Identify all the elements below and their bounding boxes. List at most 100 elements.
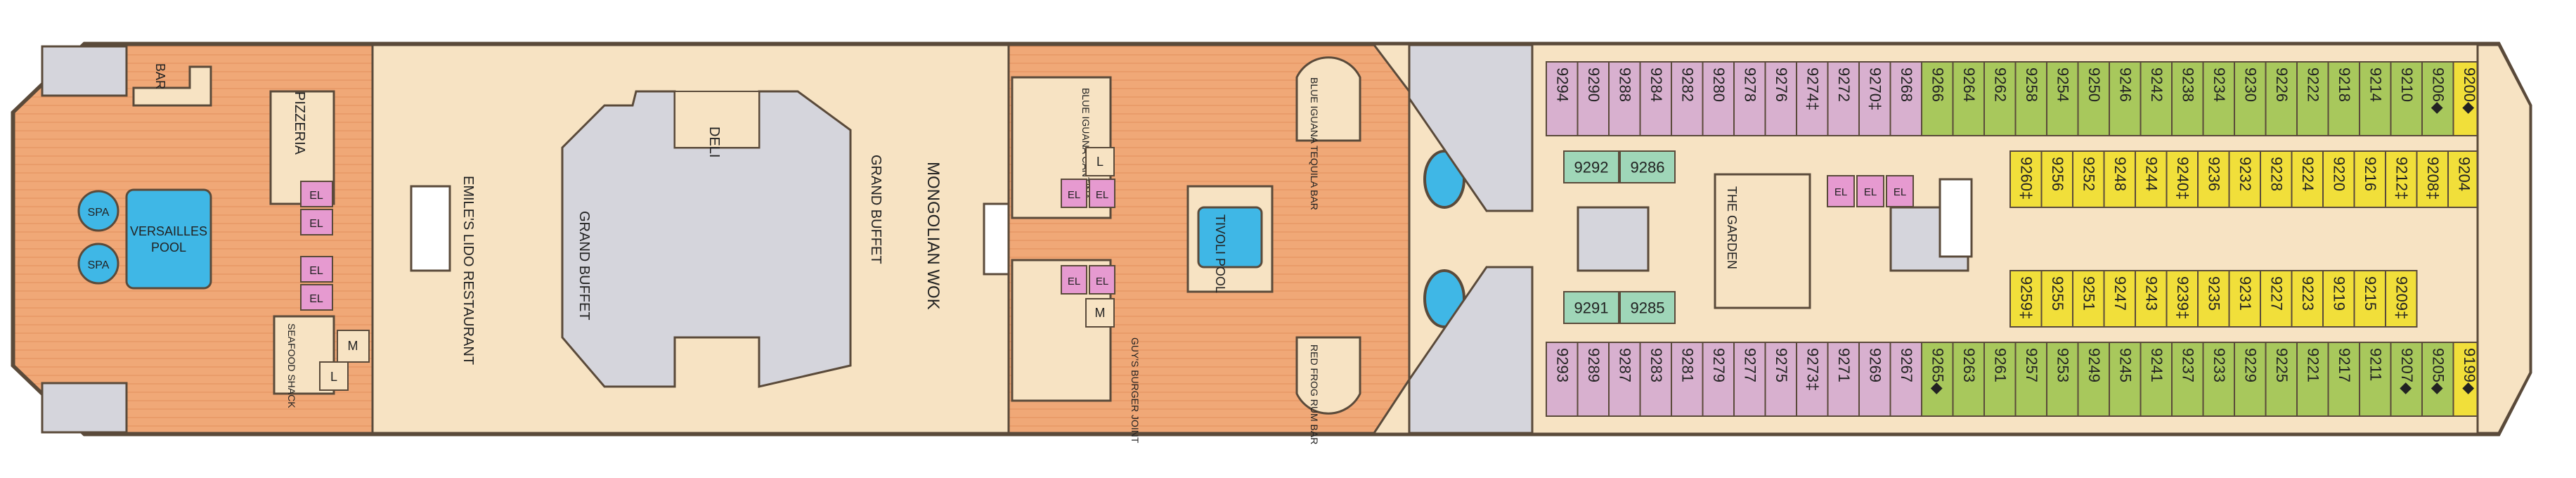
cabin-top-inner (2260, 150, 2293, 208)
cabin-bottom-outer (2202, 342, 2235, 417)
cabin-bottom-outer (2390, 342, 2423, 417)
cabin-bottom-inner (2009, 270, 2043, 328)
cabin-top-inner (2072, 150, 2105, 208)
cabin-top-outer-label: 9238 (2179, 67, 2196, 102)
cabin-bottom-inner-label: 9247 (2111, 276, 2129, 311)
cabin-top-inner-label: 9220 (2330, 157, 2348, 191)
cabin-bottom-outer (1546, 342, 1579, 417)
cabin-top-outer-label: 9282 (1678, 67, 1696, 102)
blue-iguana-tequila-bar-label: BLUE IGUANA TEQUILA BAR (1309, 77, 1320, 210)
cabin-top-outer-label: 9210 (2398, 67, 2416, 102)
cabin-bottom-outer-label: 9245 (2116, 348, 2134, 382)
cabin-top-outer-label: 9278 (1741, 67, 1759, 102)
forward-stair (1939, 178, 1973, 258)
bow (2476, 44, 2532, 434)
cabin-bottom-outer (2109, 342, 2142, 417)
cabin-top-outer (1702, 61, 1735, 136)
blue-iguana-tequila-bar (1295, 56, 1361, 142)
cabin-top-inner (2353, 150, 2386, 208)
cabin-top-outer-label: 9242 (2148, 67, 2166, 102)
cabin-bottom-outer (1858, 342, 1891, 417)
mid-elevator-3 (1061, 265, 1087, 295)
mid-el-3: EL (1068, 276, 1080, 288)
cabin-bottom-outer-label: 9287 (1616, 348, 1633, 382)
cabin-top-outer (1921, 61, 1954, 136)
cabin-bottom-outer (1733, 342, 1766, 417)
spa-bottom (77, 243, 119, 285)
cabin-bottom-outer (1702, 342, 1735, 417)
cabin-top-outer (1577, 61, 1610, 136)
cabin-teal-top (1619, 150, 1676, 183)
cabin-top-inner-label: 9248 (2111, 157, 2129, 191)
cabin-bottom-outer-label: 9221 (2304, 348, 2322, 382)
cabin-bottom-outer-label: 9241 (2148, 348, 2166, 382)
cabin-top-outer (1639, 61, 1672, 136)
cabin-bottom-outer-label: 9249 (2085, 348, 2103, 382)
cabin-top-outer (1546, 61, 1579, 136)
cabin-top-outer-label: 9266 (1929, 67, 1946, 102)
cabin-top-outer (2171, 61, 2204, 136)
fwd-elevator-1 (1827, 175, 1855, 207)
fwd-el-2: EL (1864, 186, 1877, 198)
cabin-top-outer (2109, 61, 2142, 136)
cabin-top-outer (1858, 61, 1891, 136)
cabin-top-outer (2359, 61, 2392, 136)
cabin-bottom-outer (1671, 342, 1704, 417)
cabin-top-inner-label: 9232 (2237, 157, 2254, 191)
cabin-top-outer-label: 9246 (2116, 67, 2134, 102)
cabin-top-outer (2046, 61, 2079, 136)
cabin-bottom-inner-label: 9255 (2049, 276, 2066, 311)
emiles-label: EMILE'S LIDO RESTAURANT (460, 176, 476, 365)
mid-m-label: M (1095, 306, 1106, 320)
cabin-bottom-inner-label: 9227 (2267, 276, 2285, 311)
cabin-top-outer-label: 9280 (1710, 67, 1728, 102)
the-garden-label: THE GARDEN (1725, 186, 1739, 269)
cabin-bottom-outer (1639, 342, 1672, 417)
aft-m-room (337, 330, 370, 363)
red-frog-rum-bar (1295, 336, 1361, 415)
deli (674, 91, 760, 148)
mid-elevator-2 (1089, 179, 1115, 208)
tivoli-pool-label: TIVOLI POOL (1213, 214, 1227, 293)
cabin-top-outer-label: 9288 (1616, 67, 1633, 102)
cabin-top-inner-label: 9224 (2299, 157, 2317, 191)
cabin-top-outer-label: 9206◆ (2429, 67, 2447, 114)
mid-l-room (1085, 147, 1115, 176)
cabin-top-outer (1952, 61, 1985, 136)
cabin-top-outer-label: 9294 (1553, 67, 1571, 102)
mid-el-2: EL (1096, 189, 1108, 201)
garden-gray-block (1577, 206, 1650, 272)
seafood-shack-label: SEAFOOD SHACK (286, 323, 297, 408)
aft-m-label: M (348, 339, 358, 353)
aft-el-4: EL (309, 293, 323, 305)
cabin-bottom-outer-label: 9199◆ (2461, 348, 2478, 394)
cabin-bottom-outer-label: 9267 (1898, 348, 1915, 382)
cabin-top-outer-label: 9222 (2304, 67, 2322, 102)
cabin-teal-bottom (1619, 291, 1676, 324)
cabin-top-outer (1764, 61, 1797, 136)
cabin-bottom-outer-label: 9225 (2273, 348, 2291, 382)
cabin-top-outer-label: 9290 (1585, 67, 1603, 102)
cabin-top-inner (2447, 150, 2480, 208)
cabin-top-outer-label: 9214 (2367, 67, 2384, 102)
cabin-bottom-inner-label: 9243 (2142, 276, 2160, 311)
cabin-bottom-outer-label: 9279 (1710, 348, 1728, 382)
cabin-bottom-inner (2166, 270, 2199, 328)
cabin-top-inner-label: 9236 (2205, 157, 2222, 191)
cabin-top-inner (2385, 150, 2418, 208)
cabin-bottom-outer-label: 9207◆ (2398, 348, 2416, 394)
cabin-bottom-outer-label: 9253 (2054, 348, 2071, 382)
cabin-bottom-inner-label: 9235 (2205, 276, 2222, 311)
cabin-top-inner (2103, 150, 2136, 208)
gray-block-bottom (1408, 266, 1534, 434)
cabin-top-outer (2014, 61, 2047, 136)
cabin-bottom-outer (2140, 342, 2173, 417)
aft-el-2: EL (309, 218, 323, 230)
fwd-elevator-2 (1856, 175, 1884, 207)
cabin-bottom-inner (2291, 270, 2324, 328)
mid-elevator-4 (1089, 265, 1115, 295)
cabin-top-inner-label: 9204 (2455, 157, 2473, 191)
cabin-bottom-outer (1608, 342, 1641, 417)
mid-elevator-1 (1061, 179, 1087, 208)
